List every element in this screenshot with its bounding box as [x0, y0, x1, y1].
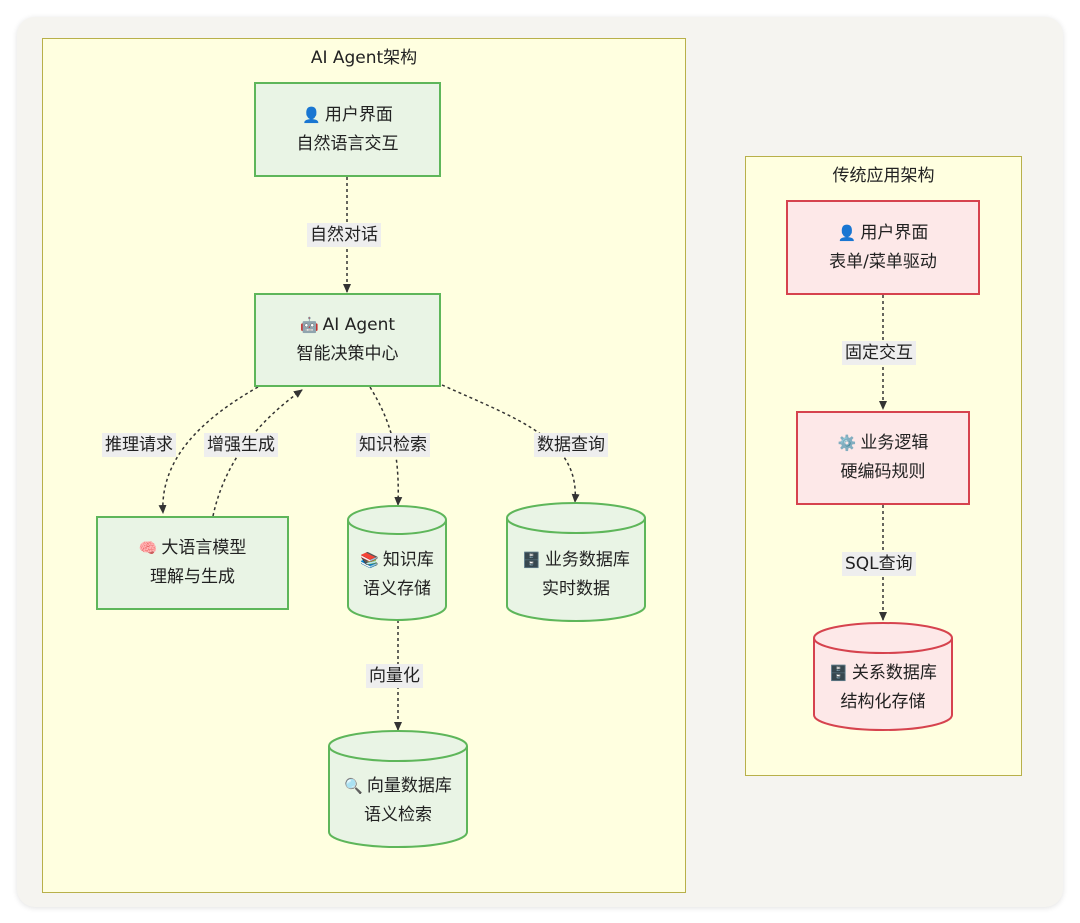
node-subtitle: 语义检索	[364, 805, 432, 825]
node-title: 用户界面	[324, 104, 393, 125]
robot-icon: 🤖	[299, 316, 319, 334]
user-icon: 👤	[837, 223, 857, 242]
edge-label-knowledge-retrieval: 知识检索	[356, 433, 430, 457]
node-subtitle: 自然语言交互	[296, 133, 399, 154]
ai-user-interface-node: 👤用户界面 自然语言交互	[254, 82, 441, 177]
gear-icon: ⚙️	[837, 434, 857, 452]
node-subtitle: 语义存储	[363, 579, 431, 599]
relational-db-node: 🗄️关系数据库 结构化存储	[814, 645, 952, 730]
node-title: 大语言模型	[161, 538, 247, 558]
books-icon: 📚	[360, 551, 379, 569]
node-title: 知识库	[382, 550, 434, 570]
user-icon: 👤	[302, 105, 321, 124]
edge-label-augmented-generation: 增强生成	[204, 433, 278, 457]
node-title: 用户界面	[860, 222, 929, 243]
edge-label-fixed-interaction: 固定交互	[842, 341, 916, 365]
llm-node: 🧠大语言模型 理解与生成	[96, 516, 289, 610]
trad-user-interface-node: 👤用户界面 表单/菜单驱动	[786, 200, 980, 295]
node-title: 向量数据库	[366, 776, 452, 796]
node-subtitle: 实时数据	[542, 579, 610, 599]
cabinet-icon: 🗄️	[829, 663, 848, 682]
edge-label-sql-query: SQL查询	[842, 552, 916, 576]
edge-agent-to-llm	[158, 386, 259, 514]
kb-cylinder-shape	[347, 505, 447, 621]
edge-label-vectorize: 向量化	[366, 664, 423, 688]
edge-label-data-query: 数据查询	[534, 433, 608, 457]
node-title: 业务逻辑	[860, 433, 929, 453]
node-title: 关系数据库	[851, 662, 937, 683]
node-subtitle: 结构化存储	[840, 691, 926, 712]
node-title: AI Agent	[322, 315, 396, 335]
knowledge-base-node: 📚知识库 语义存储	[348, 530, 446, 620]
cabinet-icon: 🗄️	[522, 551, 541, 569]
edge-label-natural-dialog: 自然对话	[307, 223, 381, 247]
brain-icon: 🧠	[138, 539, 158, 557]
magnifier-icon: 🔍	[344, 777, 363, 795]
trad-panel-title: 传统应用架构	[832, 166, 935, 186]
reldb-cylinder-shape	[813, 622, 953, 731]
node-title: 业务数据库	[544, 550, 630, 570]
business-db-node: 🗄️业务数据库 实时数据	[507, 530, 645, 620]
business-logic-node: ⚙️业务逻辑 硬编码规则	[796, 411, 970, 505]
edge-label-reasoning-request: 推理请求	[102, 433, 176, 457]
node-subtitle: 理解与生成	[150, 567, 235, 587]
bizdb-cylinder-shape	[506, 502, 646, 622]
node-subtitle: 智能决策中心	[296, 344, 399, 364]
vecdb-cylinder-shape	[328, 730, 468, 848]
vector-db-node: 🔍向量数据库 语义检索	[329, 756, 467, 846]
ai-agent-node: 🤖AI Agent 智能决策中心	[254, 293, 441, 387]
node-subtitle: 硬编码规则	[840, 462, 926, 482]
node-subtitle: 表单/菜单驱动	[829, 251, 937, 272]
ai-panel-title: AI Agent架构	[310, 48, 418, 68]
